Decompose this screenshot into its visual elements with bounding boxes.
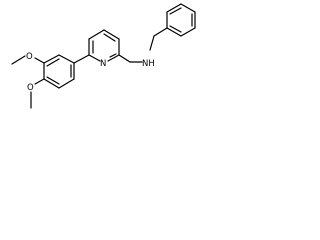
chemical-structure-diagram: N NH O O: [11, 3, 196, 109]
benzyl-ch2-bond: [153, 27, 168, 37]
amine-nh-label: NH: [142, 59, 155, 69]
pyridine-nitrogen-label: N: [100, 59, 106, 69]
biaryl-bond: [73, 54, 90, 64]
ch2-pyridine-bond: [118, 54, 131, 63]
dimethoxyphenyl-ring: [43, 54, 75, 89]
methoxy-bottom-oxygen-label: O: [27, 83, 34, 93]
methoxy-bottom-o-bond: [34, 78, 45, 85]
benzyl-ring: [166, 3, 196, 37]
methoxy-top-oxygen-label: O: [26, 52, 33, 62]
pyridine-ring: [88, 29, 120, 62]
methoxy-top-o-bond: [34, 57, 45, 64]
ch2-amine-bond: [149, 35, 155, 51]
methoxy-top-methyl-bond: [11, 55, 26, 65]
